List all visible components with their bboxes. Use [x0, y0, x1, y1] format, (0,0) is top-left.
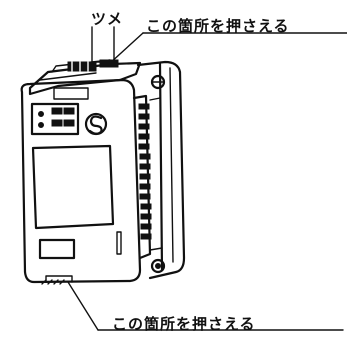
claw-leader [91, 26, 115, 63]
screw-bottom [150, 258, 166, 274]
screw-top [150, 74, 166, 90]
top-press-leader [108, 32, 347, 65]
top-press-callout: この箇所を押さえる [146, 17, 290, 35]
housing-back [136, 60, 186, 280]
bottom-press-marks [41, 279, 65, 285]
claw-callout: ツメ [91, 10, 124, 28]
terminal-block [132, 94, 163, 260]
claw-tab [67, 59, 119, 72]
bottom-press-leader [67, 281, 344, 331]
housing-front [20, 78, 142, 284]
bottom-press-callout: この箇所を押さえる [112, 315, 256, 333]
